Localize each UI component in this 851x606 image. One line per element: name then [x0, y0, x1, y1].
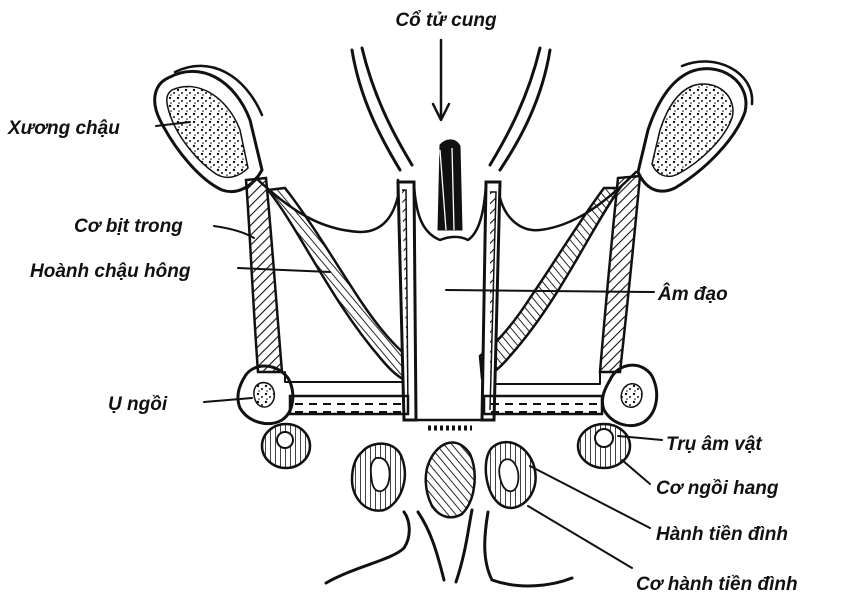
vestibular-bulb-right [486, 442, 536, 508]
label-pelvic-bone: Xương chậu [7, 118, 120, 139]
label-pelvic-diaphragm: Hoành chậu hông [30, 261, 191, 282]
label-obturator-internus: Cơ bịt trong [74, 216, 183, 237]
cervix-arrow [433, 40, 449, 120]
pelvic-bone-right [638, 61, 752, 191]
pelvic-bone-left [155, 66, 262, 192]
pelvic-diaphragm-right [480, 188, 620, 378]
label-cervix: Cổ tử cung [395, 10, 497, 31]
ischial-tuberosity-right [602, 365, 656, 425]
label-vagina: Âm đạo [657, 283, 728, 305]
cervix [352, 48, 550, 230]
urogenital-diaphragm [290, 396, 602, 414]
label-ischial-tuberosity: Ụ ngồi [108, 394, 168, 415]
vaginal-orifice [426, 443, 475, 518]
clitoral-crus-left [262, 424, 310, 468]
ischial-tuberosity-left [238, 366, 293, 424]
obturator-internus-left [246, 178, 282, 372]
label-vestibular-bulb: Hành tiền đình [656, 524, 788, 545]
label-bulbospongiosus: Cơ hành tiền đình [636, 574, 798, 595]
label-ischiocavernosus: Cơ ngồi hang [656, 478, 779, 499]
label-clitoral-crus: Trụ âm vật [666, 434, 762, 455]
vestibular-bulb-left [352, 444, 405, 511]
